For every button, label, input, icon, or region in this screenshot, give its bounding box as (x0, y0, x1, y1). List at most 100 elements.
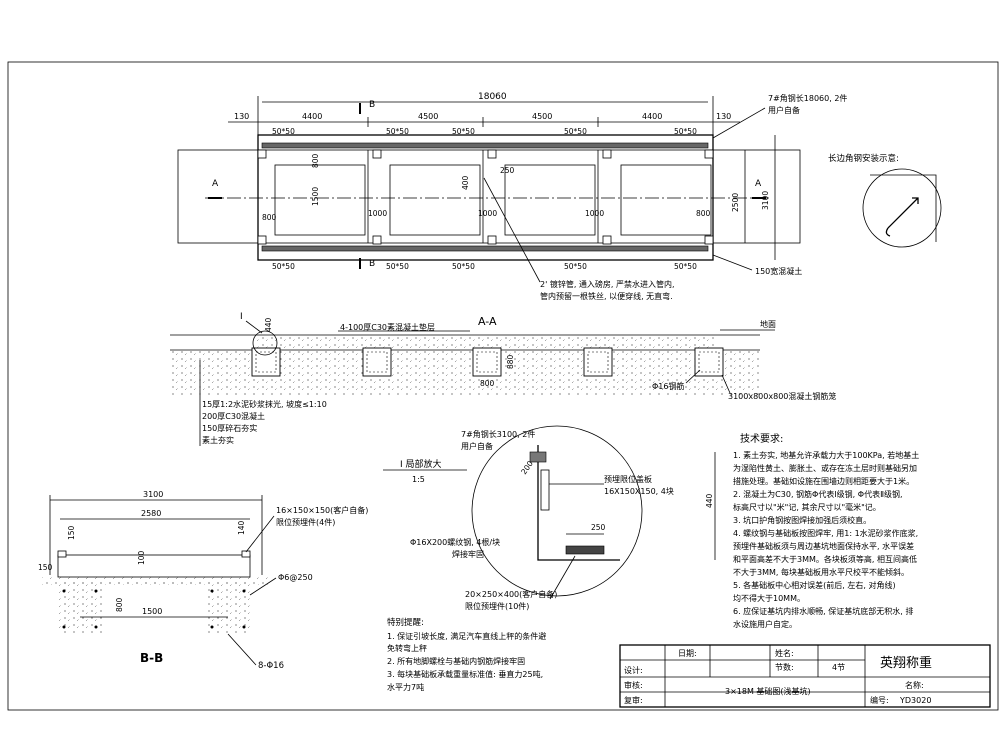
dim-1000: 1000 (478, 209, 497, 218)
plate-label: 50*50 (452, 262, 475, 271)
layer-2: 200厚C30混凝土 (202, 411, 265, 421)
dim-800: 800 (115, 597, 124, 612)
angle-note: 7#角钢长3100, 2件 (461, 429, 535, 439)
special-note-line: 免转弯上秤 (387, 643, 427, 653)
code-value: YD3020 (899, 696, 931, 705)
dim-100: 100 (137, 550, 146, 565)
dim-250: 250 (500, 166, 515, 175)
code-label: 编号: (870, 695, 889, 705)
offset-right: 130 (716, 112, 731, 121)
dim-440: 440 (264, 317, 273, 332)
tech-line: 水设施用户自定。 (733, 619, 797, 629)
total-length: 18060 (478, 92, 507, 102)
cushion-note: 4-100厚C30素混凝土垫层 (340, 322, 435, 332)
special-note-line: 水平力7吨 (387, 682, 424, 692)
dim-800: 800 (696, 209, 711, 218)
plan-view: A A B B 18060 130 130 4400 4500 4500 440… (177, 92, 942, 301)
tech-line: 为湿陷性黄土、膨胀土、或存在冻土层时则基础另加 (733, 463, 917, 473)
check-label: 复审: (624, 695, 643, 705)
tech-line: 5. 各基础板中心相对误差(前后, 左右, 对角线) (733, 580, 896, 590)
plate-label: 50*50 (272, 262, 295, 271)
special-notes: 特别提醒: 1. 保证引坡长度, 满足汽车直线上秤的条件避 免转弯上秤 2. 所… (387, 617, 546, 692)
plate-note: 预埋限位盖板 (604, 474, 652, 484)
section-a-left: A (212, 179, 219, 189)
drawing-title: 3×18M 基础图(浅基坑) (725, 686, 811, 696)
tech-line: 2. 混凝土为C30, 钢筋Φ代表Ⅰ级钢, Φ代表Ⅱ级钢, (733, 489, 903, 499)
dim-150-v: 150 (67, 525, 76, 540)
dim-2500: 2500 (731, 193, 740, 212)
ground-label: 地面 (760, 319, 776, 329)
sections-label: 节数: (775, 662, 794, 672)
dim-800-v: 800 (311, 153, 320, 168)
tech-line: 预埋件基础板须与周边基坑地面保持水平, 水平误差 (733, 541, 914, 551)
plate-label: 50*50 (564, 127, 587, 136)
dim-880: 880 (506, 354, 515, 369)
dim-140: 140 (237, 520, 246, 535)
dim-1000: 1000 (585, 209, 604, 218)
rebar-note: Φ16钢筋 (652, 381, 684, 391)
dim-1000: 1000 (368, 209, 387, 218)
detail-i: I 局部放大 1:5 7#角钢长3100, 2件 用户自备 200 预埋限位盖板… (383, 425, 716, 611)
bay-4: 4400 (642, 112, 662, 121)
install-title: 长边角钢安装示意: (828, 153, 899, 164)
dim-440: 440 (705, 493, 714, 508)
tech-line: 和平面高差不大于3MM。各块板须等高, 相互间高低 (733, 554, 917, 564)
plate-label: 50*50 (452, 127, 475, 136)
drawing-name-label: 名称: (905, 680, 924, 690)
layer-3: 150厚碎石夯实 (202, 423, 257, 433)
tech-line: 4. 螺纹钢与基础板按图焊牢, 用1: 1水泥砂浆作底浆, (733, 528, 918, 538)
bay-2: 4500 (418, 112, 438, 121)
detail-i-scale: 1:5 (412, 475, 425, 484)
tech-line: 6. 应保证基坑内排水顺畅, 保证基坑底部无积水, 排 (733, 606, 913, 616)
bay-3: 4500 (532, 112, 552, 121)
plate-size: 16X150X150, 4块 (604, 486, 674, 496)
name-label: 姓名: (775, 648, 794, 658)
plate-label: 50*50 (272, 127, 295, 136)
plate-label: 50*50 (386, 262, 409, 271)
bay-1: 4400 (302, 112, 322, 121)
cage-note: 3100x800x800混凝土钢筋笼 (728, 391, 836, 401)
section-aa: A-A I 440 4-100厚C30素混凝土垫层 地面 800 880 Φ16… (170, 312, 836, 446)
section-bb: 3100 2580 150 150 140 100 800 1500 16×15… (38, 490, 368, 671)
section-bb-title: B-B (140, 651, 163, 665)
technical-requirements: 技术要求: 1. 素土夯实, 地基允许承载力大于100KPa, 若地基土 为湿陷… (733, 432, 919, 629)
section-a-right: A (755, 179, 762, 189)
company-name: 英翔称重 (880, 655, 932, 671)
dim-400: 400 (461, 175, 470, 190)
pipe-note-2: 管内预留一根铁丝, 以便穿线, 无直弯. (540, 291, 673, 301)
angle-steel-note2: 用户自备 (768, 105, 800, 115)
dim-3100: 3100 (143, 490, 163, 499)
dim-800: 800 (262, 213, 277, 222)
dim-250: 250 (591, 523, 606, 532)
concrete-note: 150宽混凝土 (755, 266, 802, 276)
bolt-note: Φ16X200螺纹钢, 4根/块 (410, 537, 500, 547)
stirrup-note: Φ6@250 (278, 573, 313, 582)
dim-3100: 3100 (761, 191, 770, 210)
embed-note2: 限位预埋件(10件) (465, 601, 529, 611)
rebar-note: 8-Φ16 (258, 661, 284, 671)
review-label: 审核: (624, 680, 643, 690)
angle-note2: 用户自备 (461, 441, 493, 451)
embed-note2: 限位预埋件(4件) (276, 517, 335, 527)
embed-note: 20×250×400(客户自备) (465, 589, 557, 599)
dim-1500: 1500 (311, 187, 320, 206)
title-block: 日期: 姓名: 英翔称重 设计: 节数: 4节 审核: 3×18M 基础图(浅基… (619, 644, 991, 708)
special-note-line: 1. 保证引坡长度, 满足汽车直线上秤的条件避 (387, 631, 546, 641)
angle-steel-note: 7#角钢长18060, 2件 (768, 93, 847, 103)
pipe-note-1: 2' 镀锌管, 通入磅房, 严禁水进入管内, (540, 279, 675, 289)
tech-line: 不大于3MM, 每块基础板用水平尺校平不能倾斜。 (733, 567, 909, 577)
layer-1: 15厚1:2水泥砂浆抹光, 坡度≤1:10 (202, 399, 327, 409)
dim-150: 150 (38, 563, 53, 572)
design-label: 设计: (624, 665, 643, 675)
tech-line: 3. 坑口护角钢按图焊接加强后须校直。 (733, 515, 871, 525)
bolt-note2: 焊接牢固 (452, 549, 484, 559)
dim-1500: 1500 (142, 607, 162, 616)
drawing-frame (7, 61, 999, 711)
plate-label: 50*50 (386, 127, 409, 136)
section-b-top: B (369, 100, 375, 110)
plate-label: 50*50 (674, 262, 697, 271)
tech-title: 技术要求: (740, 432, 783, 445)
detail-i-title: I 局部放大 (400, 458, 442, 470)
embed-note: 16×150×150(客户自备) (276, 505, 368, 515)
